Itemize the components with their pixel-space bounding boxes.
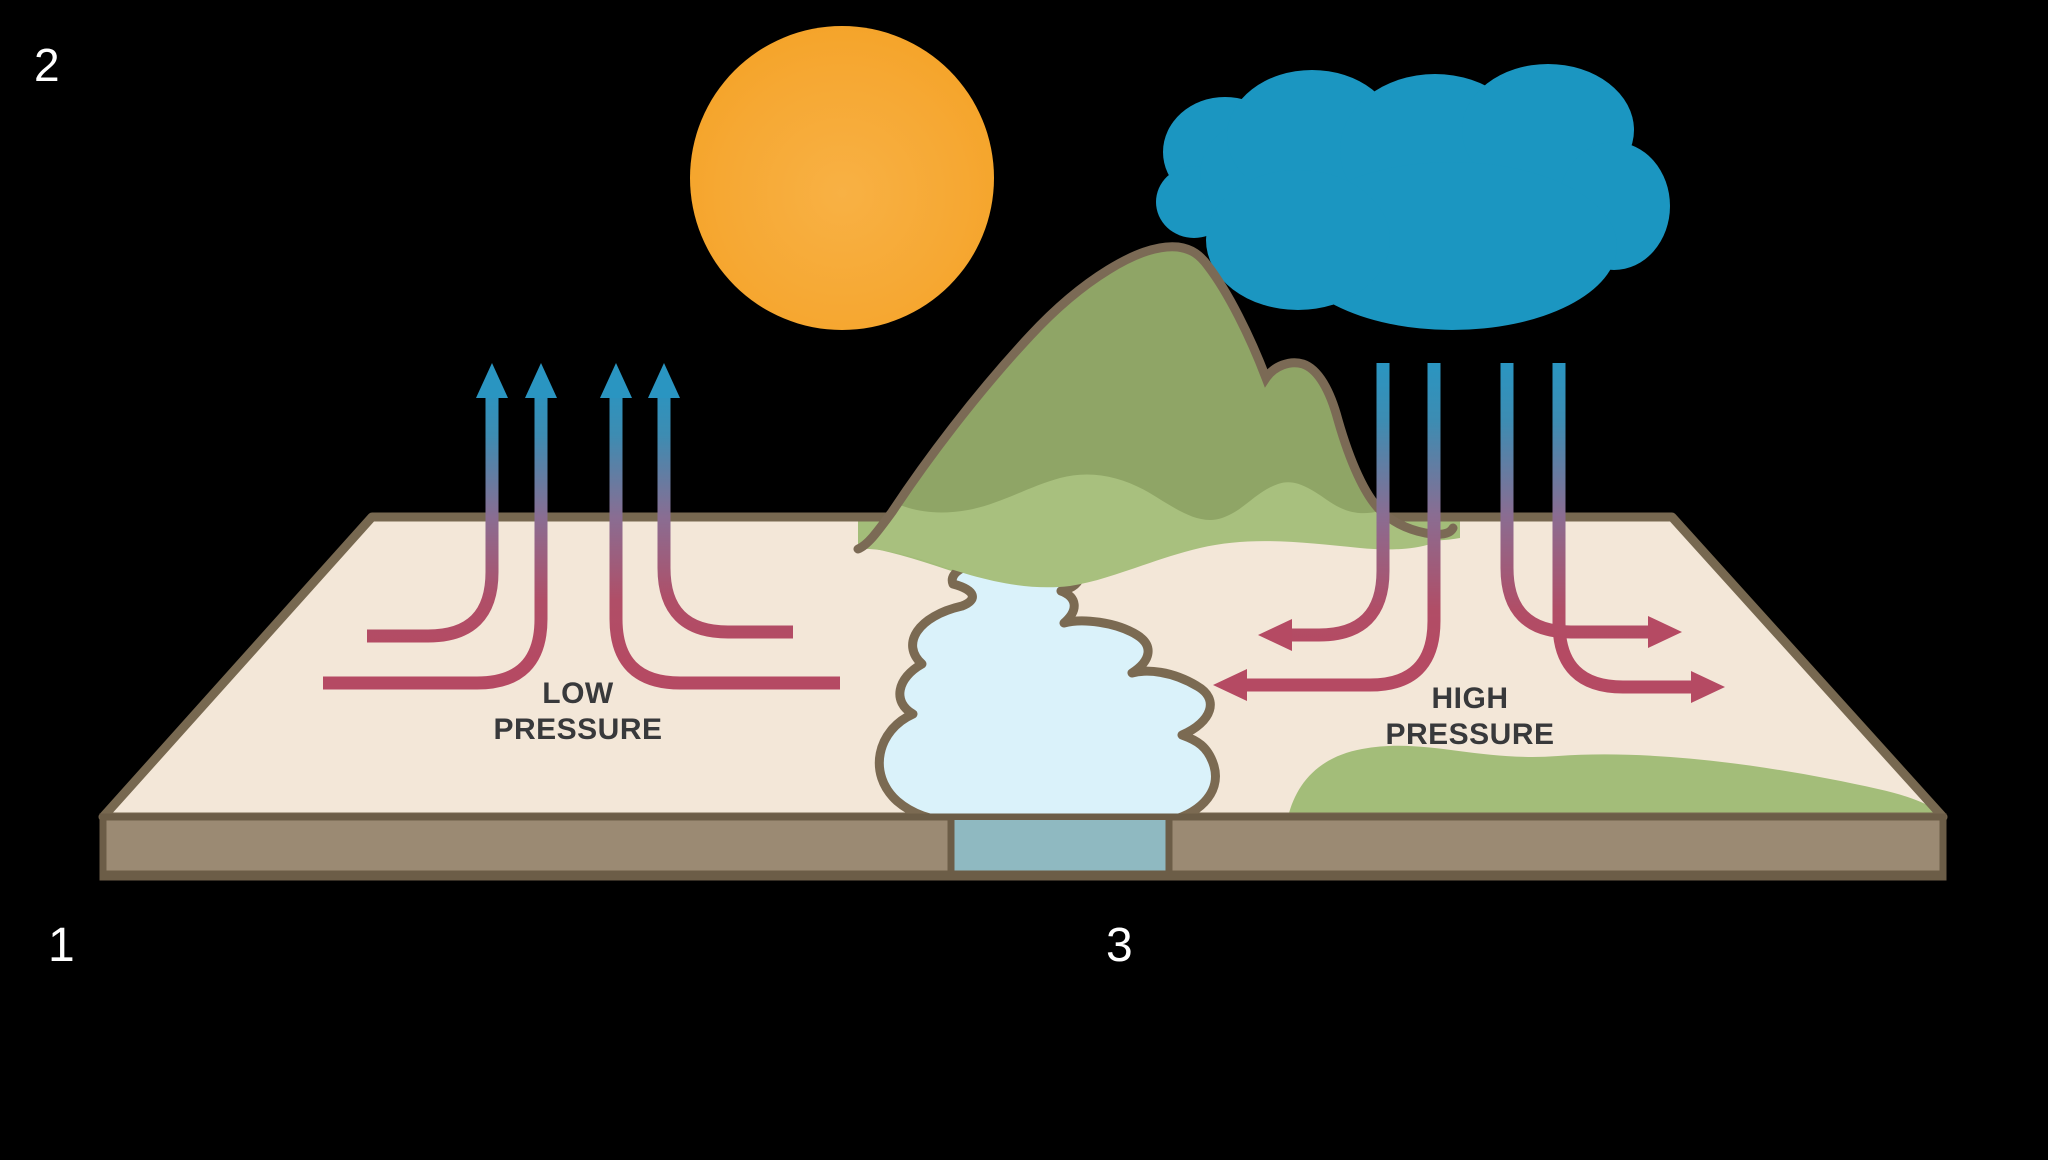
- high-pressure-label: HIGH PRESSURE: [1385, 681, 1554, 753]
- sinking-air-arrows: [1213, 363, 1725, 703]
- high-pressure-line1: HIGH: [1431, 682, 1509, 715]
- sun-icon: [690, 26, 994, 330]
- mountain-fill-dark: [900, 247, 1380, 520]
- low-pressure-line2: PRESSURE: [493, 713, 663, 746]
- marker-3: 3: [1106, 919, 1133, 972]
- river-icon: [874, 554, 1220, 826]
- marker-2: 2: [34, 39, 60, 91]
- river-cross-section: [951, 820, 1169, 874]
- up-arrowheads: [476, 363, 680, 398]
- ground-front-face: [99, 813, 1947, 881]
- rising-air-arrows: [323, 363, 840, 690]
- low-pressure-label: LOW PRESSURE: [493, 676, 662, 748]
- outflow-arrowheads: [1213, 616, 1725, 703]
- marker-1: 1: [48, 919, 75, 972]
- high-pressure-line2: PRESSURE: [1385, 718, 1555, 751]
- rain-cloud-icon: [1156, 64, 1670, 330]
- grass-patch-right: [1288, 745, 1943, 817]
- low-pressure-line1: LOW: [542, 677, 614, 710]
